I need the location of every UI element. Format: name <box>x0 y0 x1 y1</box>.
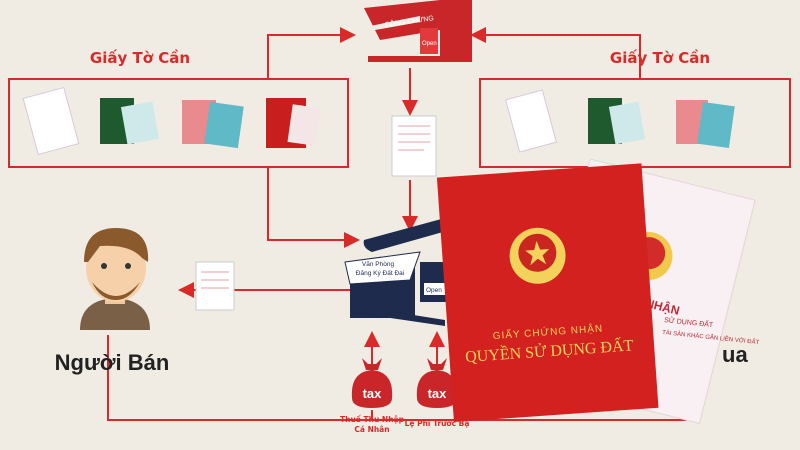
registration-fee-tax-bag: tax <box>416 358 458 408</box>
notary-open-sign: Open <box>422 41 437 47</box>
personal-income-tax-caption-1: Thuế Thu Nhập <box>340 415 405 424</box>
seller-label: Người Bán <box>55 350 170 375</box>
left-documents-box <box>8 78 349 168</box>
land-office-open-sign: Open <box>426 287 442 294</box>
left-documents-group: Giấy Tờ Cần <box>8 49 349 168</box>
id-card-icon <box>608 101 646 145</box>
land-office-sign-line2: Đăng Ký Đất Đai <box>356 268 404 277</box>
household-book-blue-icon <box>204 101 244 149</box>
right-documents-group: Giấy Tờ Cần <box>479 49 791 168</box>
left-documents-title: Giấy Tờ Cần <box>90 49 190 67</box>
registration-doc-lines <box>201 271 229 289</box>
contract-lines <box>398 125 430 151</box>
notarized-contract-icon <box>391 115 437 177</box>
registration-doc-icon <box>195 261 235 311</box>
notary-office-icon: CÔNG CHỨNG Open <box>360 0 472 62</box>
personal-income-tax-bag: tax <box>351 358 393 408</box>
contract-doc-icon <box>22 86 80 156</box>
seller-avatar <box>80 228 150 330</box>
id-card-icon <box>120 101 160 145</box>
buyer-label: ua <box>722 342 748 367</box>
tax-bag-label: tax <box>428 386 448 401</box>
tax-bag-label: tax <box>363 386 383 401</box>
registration-fee-caption: Lệ Phí Trước Bạ <box>405 419 470 428</box>
right-documents-title: Giấy Tờ Cần <box>610 49 710 67</box>
household-book-blue-icon <box>697 101 735 149</box>
contract-doc-icon <box>505 89 557 153</box>
certificate-page-icon <box>287 104 321 146</box>
personal-income-tax-caption-2: Cá Nhân <box>354 425 389 434</box>
land-office-sign-line1: Văn Phòng <box>362 261 395 268</box>
land-registry-office-icon: Văn Phòng Đăng Ký Đất Đai Open <box>344 218 450 326</box>
land-use-certificate-cover: GIẤY CHỨNG NHẬN QUYỀN SỬ DỤNG ĐẤT <box>436 163 659 423</box>
